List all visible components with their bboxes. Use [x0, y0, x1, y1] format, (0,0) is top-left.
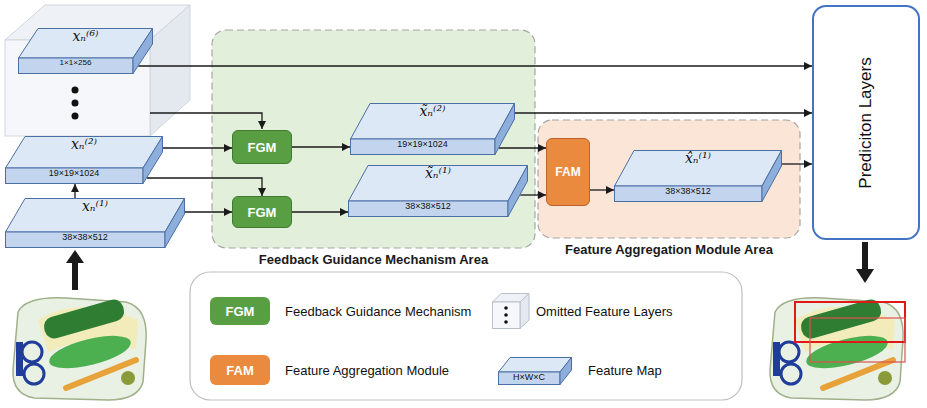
xray-output-bag [770, 297, 903, 400]
module-box: FGM [232, 130, 292, 164]
legend-swatch-label: FGM [226, 304, 255, 319]
feature-map-label: xₙ⁽⁶⁾ [28, 28, 143, 58]
icon-cube-front [493, 302, 521, 329]
feature-map-top [349, 166, 528, 202]
feature-map: xₙ⁽²⁾19×19×1024 [5, 136, 163, 184]
omitted-layers-cube [5, 5, 190, 136]
prediction-title: Prediciton Layers [856, 57, 876, 188]
module-name: FGM [248, 140, 277, 155]
feature-map-size: 38×38×512 [5, 232, 165, 248]
connector [74, 184, 75, 198]
input-arrow-head [66, 250, 84, 263]
legend-swatch: FAM [210, 355, 270, 385]
feature-map-top [6, 137, 163, 169]
legend-text: Omitted Feature Layers [536, 304, 673, 319]
feature-map-side [508, 166, 528, 217]
ellipsis-dot [72, 100, 79, 107]
feature-map-front [6, 232, 166, 248]
feature-map-label: x̃ₙ⁽²⁾ [360, 103, 505, 139]
legend-box [190, 272, 742, 400]
feature-map-side [165, 199, 185, 248]
connector [590, 189, 614, 190]
feature-map-label: x̃ₙ⁽¹⁾ [358, 165, 518, 201]
legend-text: Feedback Guidance Mechanism [285, 304, 471, 319]
ellipsis-dot [72, 113, 79, 120]
feature-map-side [143, 137, 163, 184]
legend-swatch-label: FAM [226, 363, 253, 378]
legend-text: Feature Aggregation Module [285, 363, 449, 378]
module-area: Feature Aggregation Module AreaFAMx̂ₙ⁽¹⁾… [538, 120, 800, 238]
connector [520, 194, 546, 195]
area-fill [212, 30, 535, 248]
feature-map-side [762, 151, 782, 202]
connector [185, 211, 232, 212]
feature-map: xₙ⁽¹⁾38×38×512 [5, 198, 185, 248]
feature-map-size: 19×19×1024 [350, 139, 495, 155]
icon-dot [504, 313, 508, 317]
feature-map-front [349, 201, 509, 217]
omitted-layer-wire [150, 113, 262, 129]
module-box: FAM [546, 138, 590, 206]
feature-map-label: x̂ₙ⁽¹⁾ [624, 150, 772, 186]
connector [782, 163, 812, 164]
module-name: FAM [555, 165, 580, 179]
ellipsis-dot [72, 87, 79, 94]
connector [138, 65, 812, 66]
feature-map: x̃ₙ⁽²⁾19×19×1024 [350, 103, 515, 155]
feature-map-side [133, 29, 153, 74]
connector [163, 147, 232, 148]
feature-map-side [495, 104, 515, 155]
feature-map-front [6, 168, 144, 184]
feature-map-top [6, 199, 185, 233]
feature-map: x̂ₙ⁽¹⁾38×38×512 [614, 150, 782, 202]
feature-map-top [499, 358, 572, 373]
detection-box [810, 318, 905, 362]
connector [292, 146, 350, 147]
feature-map-size: 38×38×512 [614, 186, 762, 202]
feature-map-front [351, 139, 496, 155]
area-title: Feedback Guidance Mechanism Area [259, 252, 488, 267]
feature-map-top [615, 151, 782, 187]
output-arrow-shaft [862, 242, 868, 270]
feature-map-label: xₙ⁽¹⁾ [15, 198, 175, 232]
feature-map-side [560, 358, 572, 385]
module-area: Feedback Guidance Mechanism AreaFGMFGMx̃… [212, 30, 535, 248]
feature-map: xₙ⁽⁶⁾1×1×256 [18, 28, 153, 74]
prediction-layers-box: Prediciton Layers [812, 5, 920, 240]
feature-map-size: 1×1×256 [18, 58, 133, 74]
feature-map: x̃ₙ⁽¹⁾38×38×512 [348, 165, 528, 217]
feature-map-front [615, 186, 763, 202]
cube-side [150, 5, 190, 136]
area-layer [212, 30, 800, 248]
feature-map-label: xₙ⁽²⁾ [15, 136, 153, 168]
feature-map-top [19, 29, 153, 59]
feature-map-front [19, 58, 134, 74]
feature-map-icon: H×W×C [498, 357, 572, 385]
icon-dot [504, 306, 508, 310]
icon-cube-side [520, 294, 529, 329]
feature-map-front [499, 372, 561, 385]
connector [147, 178, 262, 196]
area-title: Feature Aggregation Module Area [565, 242, 773, 257]
output-arrow-head [856, 269, 874, 283]
feature-map-top [351, 104, 515, 140]
xray-output-image [770, 297, 905, 400]
module-box: FGM [232, 196, 292, 228]
connector [292, 211, 348, 212]
module-name: FGM [248, 205, 277, 220]
connector [515, 112, 812, 113]
detection-box [795, 302, 905, 342]
icon-dot [504, 320, 508, 324]
legend-text: Feature Map [588, 363, 662, 378]
feature-map-size: 19×19×1024 [5, 168, 143, 184]
feature-map-icon-label: H×W×C [498, 372, 560, 385]
feature-map-size: 38×38×512 [348, 201, 508, 217]
input-arrow-shaft [72, 262, 78, 290]
area-fill [538, 120, 800, 238]
connector [499, 147, 546, 148]
omitted-layers-icon [492, 293, 530, 329]
legend-swatch: FGM [210, 297, 270, 325]
xray-input-image [13, 297, 146, 400]
